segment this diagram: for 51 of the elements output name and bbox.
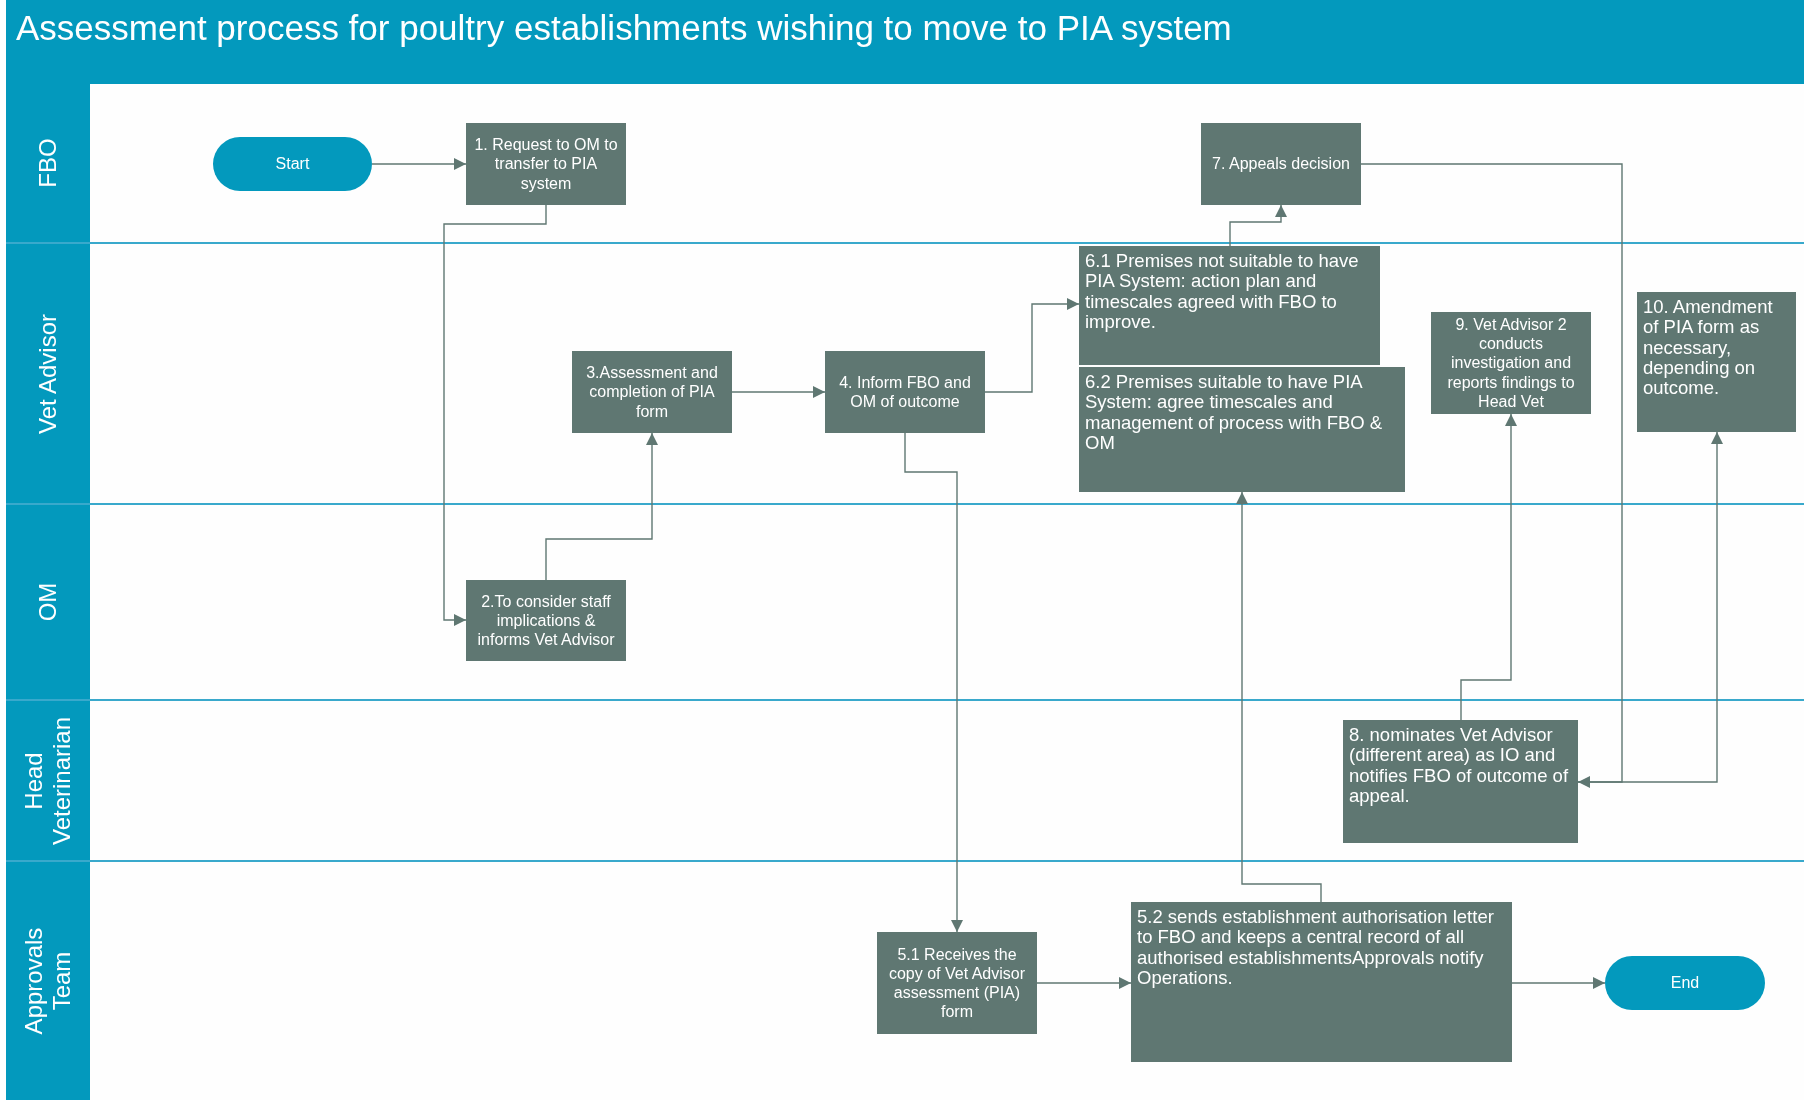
process-box — [825, 351, 985, 433]
step-text: 1. Request to OM to transfer to PIA system — [473, 135, 619, 193]
step-text: End — [1670, 974, 1700, 992]
arrow — [731, 386, 826, 398]
step-text: 2.To consider staff implications & informs Vet Advisor — [476, 591, 616, 650]
diagram-title: Assessment process for poultry establishments wishing to move to PIA system — [16, 8, 1232, 48]
process-box — [1079, 246, 1380, 365]
lane-label: OM — [34, 581, 62, 624]
step-text: 4. Inform FBO and OM of outcome — [838, 372, 972, 412]
process-box — [1343, 720, 1578, 843]
lane-label: Head Veterinarian — [20, 715, 76, 847]
process-box — [1079, 367, 1405, 492]
terminal-shape — [213, 137, 372, 191]
swimlane — [6, 244, 1804, 505]
process-box — [466, 123, 626, 205]
arrow — [904, 432, 963, 933]
arrow — [984, 298, 1080, 393]
arrow — [545, 432, 658, 581]
arrow — [1460, 413, 1517, 721]
process-box — [1431, 312, 1591, 414]
step-text: Start — [275, 155, 310, 173]
terminal-shape — [1605, 956, 1765, 1010]
process-box — [466, 580, 626, 661]
step-text: 3.Assessment and completion of PIA form — [585, 363, 719, 421]
process-box — [572, 351, 732, 433]
step-text: 6.1 Premises not suitable to have PIA System: action plan and timescales agreed with FBO to improve. — [1085, 251, 1360, 333]
lane-label: FBO — [34, 137, 62, 190]
swimlane — [6, 701, 1804, 862]
arrow — [443, 204, 547, 626]
arrow — [1577, 431, 1723, 783]
step-text: 5.1 Receives the copy of Vet Advisor assessment (PIA) form — [887, 944, 1027, 1022]
swimlane — [6, 84, 1804, 244]
step-text: 9. Vet Advisor 2 conducts investigation and reports findings to Head Vet — [1446, 315, 1576, 411]
arrow — [371, 158, 467, 170]
step-text: 8. nominates Vet Advisor (different area) as IO and notifies FBO of outcome of appeal. — [1349, 725, 1570, 807]
step-text: 6.2 Premises suitable to have PIA System: agree timescales and management of process with FBO & OM — [1085, 372, 1384, 454]
arrow — [1229, 204, 1287, 247]
step-text: 10. Amendment of PIA form as necessary, depending on outcome. — [1643, 297, 1774, 399]
arrow — [1036, 977, 1132, 989]
arrow — [1511, 977, 1606, 989]
process-box — [877, 932, 1037, 1034]
arrow — [1360, 163, 1623, 788]
step-text: 5.2 sends establishment authorisation letter to FBO and keeps a central record of all authorised establishmentsApprovals notify Operations. — [1137, 907, 1495, 989]
swimlane — [6, 505, 1804, 701]
arrow — [1236, 491, 1322, 903]
lane-label: Vet Advisor — [34, 312, 62, 436]
process-box — [1131, 902, 1512, 1062]
process-box — [1637, 292, 1796, 432]
step-text: 7. Appeals decision — [1212, 154, 1350, 174]
process-box — [1201, 123, 1361, 205]
lane-label: Approvals Team — [20, 926, 76, 1037]
